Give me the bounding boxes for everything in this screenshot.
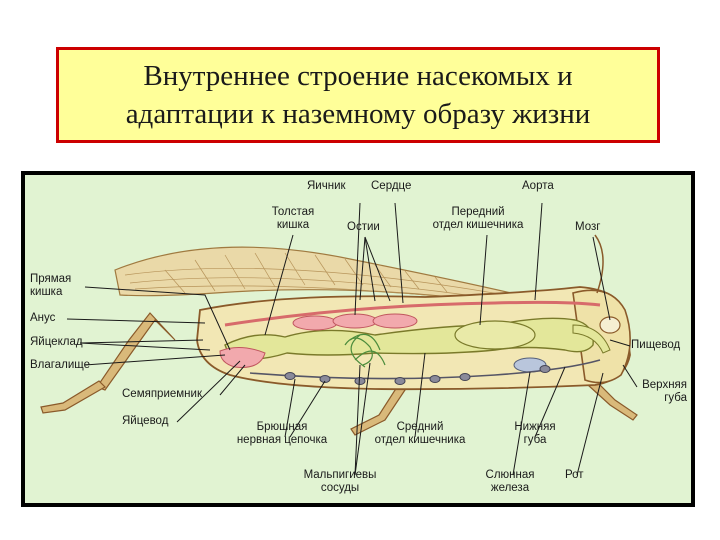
label-upper-lip-line-1: Верхняя: [625, 379, 687, 392]
label-nerve-cord-line-2: нервная цепочка: [217, 434, 347, 447]
page-title-line-1: Внутреннее строение насекомых и: [143, 57, 572, 95]
label-salivary-line-1: Слюнная: [475, 469, 545, 482]
label-nerve-cord: Брюшная нервная цепочка: [217, 421, 347, 447]
label-spermatheca: Семяприемник: [122, 388, 202, 401]
label-foregut-line-1: Передний: [418, 206, 538, 219]
label-ovipositor: Яйцеклад: [30, 336, 83, 349]
label-brain: Мозг: [575, 221, 600, 234]
label-nerve-cord-line-1: Брюшная: [217, 421, 347, 434]
label-upper-lip-line-2: губа: [625, 392, 687, 405]
label-malpighian-line-2: сосуды: [290, 482, 390, 495]
label-midgut-line-1: Средний: [355, 421, 485, 434]
label-oviduct: Яйцевод: [122, 415, 168, 428]
title-box: Внутреннее строение насекомых и адаптаци…: [56, 47, 660, 143]
label-ovary: Яичник: [307, 180, 346, 193]
label-rectum-line-2: кишка: [30, 286, 71, 299]
label-colon-line-1: Толстая: [263, 206, 323, 219]
label-lower-lip-line-1: Нижняя: [503, 421, 567, 434]
label-vagina: Влагалище: [30, 359, 90, 372]
label-mouth: Рот: [565, 469, 584, 482]
label-rectum: Прямая кишка: [30, 273, 71, 299]
label-foregut: Передний отдел кишечника: [418, 206, 538, 232]
label-upper-lip: Верхняя губа: [625, 379, 687, 405]
label-colon-line-2: кишка: [263, 219, 323, 232]
label-lower-lip-line-2: губа: [503, 434, 567, 447]
label-aorta: Аорта: [522, 180, 554, 193]
label-midgut-line-2: отдел кишечника: [355, 434, 485, 447]
label-salivary-gland: Слюнная железа: [475, 469, 545, 495]
label-salivary-line-2: железа: [475, 482, 545, 495]
label-ostia: Остии: [347, 221, 380, 234]
label-colon: Толстая кишка: [263, 206, 323, 232]
label-rectum-line-1: Прямая: [30, 273, 71, 286]
page-title-line-2: адаптации к наземному образу жизни: [126, 95, 591, 133]
label-midgut: Средний отдел кишечника: [355, 421, 485, 447]
label-malpighian-line-1: Мальпигиевы: [290, 469, 390, 482]
label-heart: Сердце: [371, 180, 411, 193]
diagram-canvas: Яичник Сердце Аорта Толстая кишка Остии …: [25, 175, 691, 503]
label-lower-lip: Нижняя губа: [503, 421, 567, 447]
label-malpighian: Мальпигиевы сосуды: [290, 469, 390, 495]
label-esophagus: Пищевод: [631, 339, 680, 352]
diagram-frame: Яичник Сердце Аорта Толстая кишка Остии …: [21, 171, 695, 507]
label-foregut-line-2: отдел кишечника: [418, 219, 538, 232]
label-anus: Анус: [30, 312, 55, 325]
